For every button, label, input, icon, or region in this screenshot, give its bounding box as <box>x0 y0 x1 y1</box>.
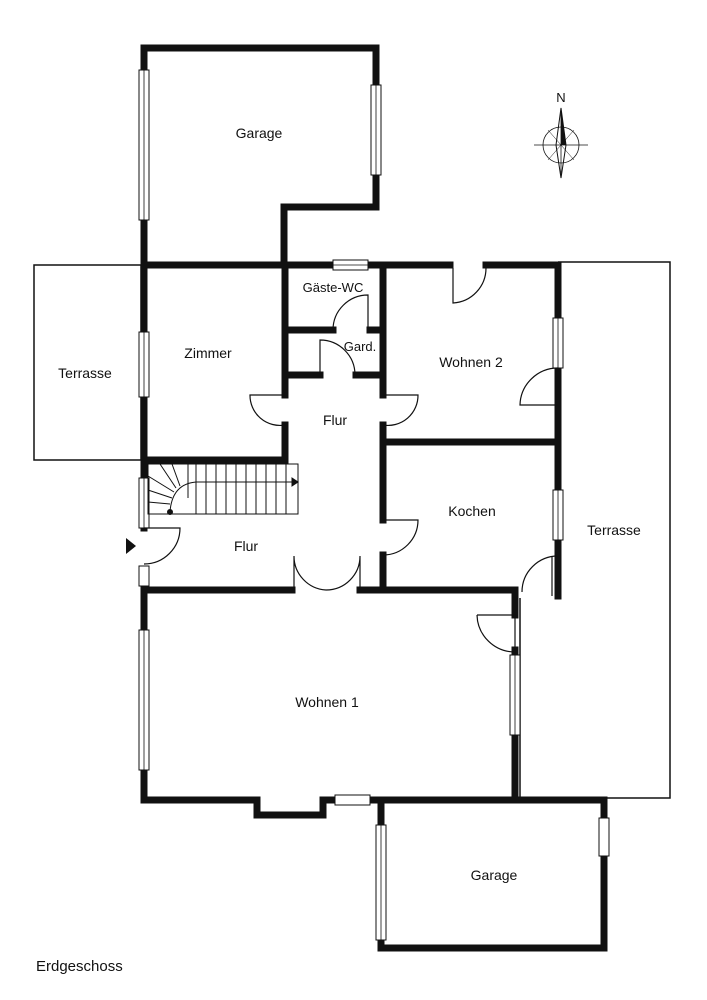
room-label-garage-bottom: Garage <box>471 867 518 883</box>
room-label-garage-top: Garage <box>236 125 283 141</box>
compass-north-label: N <box>556 90 565 105</box>
floor-caption: Erdgeschoss <box>36 958 123 975</box>
room-label-wohnen2: Wohnen 2 <box>439 354 503 370</box>
entrance-arrow-icon <box>126 538 136 554</box>
windows <box>138 69 610 941</box>
compass-rose-icon <box>534 107 588 179</box>
room-label-guest-wc: Gäste-WC <box>303 280 364 295</box>
doors <box>143 267 559 653</box>
room-label-terrace-right: Terrasse <box>587 522 641 538</box>
room-label-terrace-left: Terrasse <box>58 365 112 381</box>
terrace-left-area <box>33 264 142 461</box>
room-label-wohnen1: Wohnen 1 <box>295 694 359 710</box>
staircase <box>147 463 299 515</box>
room-label-flur-lower: Flur <box>234 538 258 554</box>
room-label-kochen: Kochen <box>448 503 495 519</box>
walls <box>140 44 608 952</box>
room-label-zimmer: Zimmer <box>184 345 232 361</box>
room-label-gard: Gard. <box>344 339 377 354</box>
room-label-flur-upper: Flur <box>323 412 347 428</box>
